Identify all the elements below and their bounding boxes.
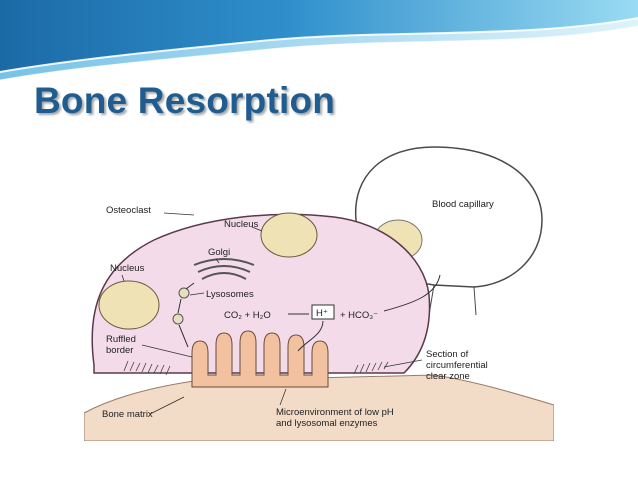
label-lysosomes: Lysosomes	[206, 289, 254, 300]
label-clear-zone-3: clear zone	[426, 371, 470, 382]
label-microenvironment-2: and lysosomal enzymes	[276, 418, 378, 429]
label-nucleus-left: Nucleus	[110, 263, 145, 274]
label-ruffled-1: Ruffled	[106, 334, 136, 345]
lysosome-2	[172, 313, 184, 325]
label-osteoclast: Osteoclast	[106, 205, 151, 216]
equation-products: + HCO₃⁻	[340, 310, 378, 321]
ruffled-border	[191, 330, 329, 388]
header-banner	[0, 0, 638, 80]
label-clear-zone-1: Section of	[426, 349, 469, 360]
lysosome-1	[178, 287, 190, 299]
golgi	[193, 258, 255, 280]
label-microenvironment-1: Microenvironment of low pH	[276, 407, 394, 418]
bone-matrix	[84, 374, 554, 441]
nucleus-top	[260, 212, 318, 258]
label-bone-matrix: Bone matrix	[102, 409, 153, 420]
slide-title: Bone Resorption	[34, 80, 336, 121]
label-golgi: Golgi	[208, 247, 230, 258]
label-nucleus-top: Nucleus	[224, 219, 259, 230]
label-blood-capillary: Blood capillary	[432, 199, 494, 210]
equation-reactants: CO₂ + H₂O	[224, 310, 271, 321]
label-ruffled-2: border	[106, 345, 133, 356]
bone-resorption-diagram: CO₂ + H₂O H⁺ + HCO₃⁻ Osteoclast Nucleus …	[84, 135, 554, 441]
osteoclast-cell	[91, 213, 431, 374]
label-clear-zone-2: circumferential	[426, 360, 488, 371]
nucleus-left	[98, 280, 160, 330]
equation-proton: H⁺	[316, 308, 328, 319]
